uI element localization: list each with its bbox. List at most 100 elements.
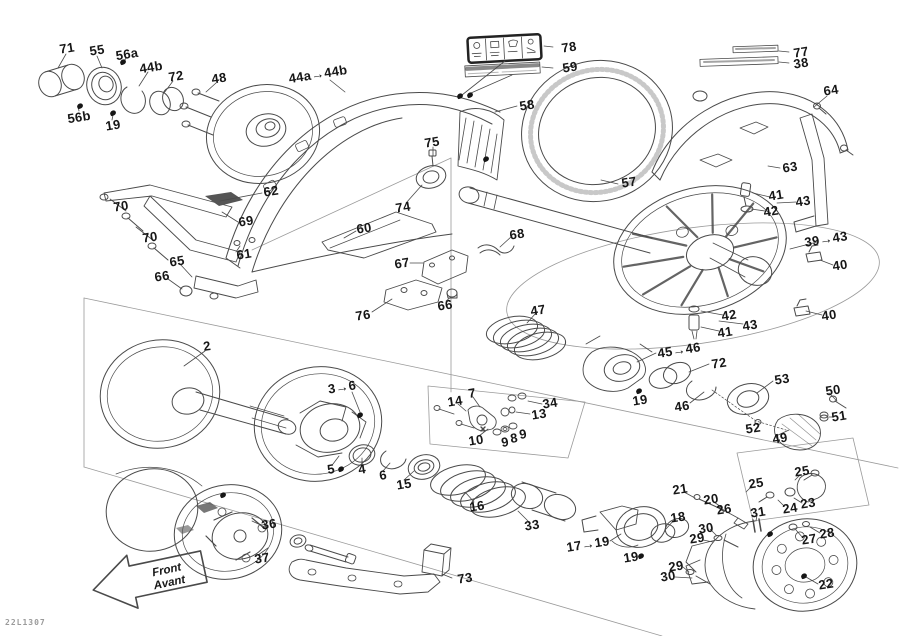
bracket-67-art [421, 244, 515, 285]
part-callout-53: 53 [773, 370, 791, 388]
part-callout-4: 4 [357, 461, 367, 477]
part-callout-9: 9 [500, 434, 510, 450]
part-callout-63: 63 [781, 158, 799, 176]
drawing-code: 22L1307 [5, 618, 46, 627]
part-callout-41: 41 [767, 186, 785, 204]
part-callout-67: 67 [393, 254, 411, 272]
part-callout-66: 66 [436, 296, 454, 314]
pointer-marker [766, 530, 774, 538]
part-callout-49: 49 [771, 429, 789, 447]
part-callout-15: 15 [395, 475, 413, 493]
part-callout-40: 40 [831, 256, 849, 274]
construction-lines [83, 157, 899, 636]
part-callout-8: 8 [509, 430, 519, 446]
part-callout-60: 60 [355, 219, 373, 237]
part-callout-42: 42 [762, 202, 780, 220]
pointer-marker [456, 92, 464, 100]
part-callout-39-43: 39→43 [803, 228, 849, 250]
part-callout-48: 48 [210, 69, 228, 87]
part-callout-73: 73 [456, 569, 474, 587]
spring-16-art [430, 464, 577, 522]
detail-box-parts-art [433, 392, 527, 436]
leader-lines [57, 45, 838, 585]
pointer-marker [356, 411, 364, 419]
part-callout-33: 33 [523, 516, 541, 534]
part-callout-41: 41 [716, 323, 734, 341]
pointer-marker [119, 58, 127, 66]
decal-77-38-art [699, 44, 779, 67]
driven-pulley-art [613, 185, 787, 315]
part-callout-19: 19 [631, 391, 649, 409]
sheave-44a-art [205, 83, 321, 185]
part-callout-50: 50 [824, 381, 842, 399]
part-callout-37: 37 [253, 549, 271, 567]
plate-60-art [179, 211, 458, 311]
fixed-sheave-2-art [99, 339, 297, 449]
part-callout-9: 9 [518, 426, 528, 442]
part-callout-3-6: 3→6 [326, 377, 358, 397]
part-callout-56b: 56b [66, 107, 92, 127]
part-callout-78: 78 [560, 38, 578, 56]
part-callout-22: 22 [817, 575, 835, 593]
part-callout-19: 19 [622, 548, 640, 566]
bracket-73-art [288, 543, 452, 595]
part-callout-38: 38 [792, 54, 810, 72]
spring-47-art [485, 315, 567, 361]
part-callout-26: 26 [715, 500, 733, 518]
part-callout-36: 36 [260, 515, 278, 533]
part-callout-58: 58 [518, 96, 536, 114]
part-callout-72: 72 [710, 354, 728, 372]
part-callout-42: 42 [720, 306, 738, 324]
part-callout-7: 7 [467, 385, 477, 401]
part-callout-10: 10 [467, 431, 485, 449]
part-callout-19: 19 [104, 116, 122, 134]
part-callout-46: 46 [673, 397, 691, 415]
part-callout-45-46: 45→46 [656, 339, 702, 361]
fasteners-41-43-art [688, 182, 823, 340]
part-callout-71: 71 [58, 39, 76, 57]
part-callout-57: 57 [620, 173, 638, 191]
part-callout-28: 28 [818, 524, 836, 542]
part-callout-21: 21 [671, 480, 689, 498]
part-callout-55: 55 [88, 41, 106, 59]
part-callout-14: 14 [446, 392, 464, 410]
sliding-sheave-art [253, 366, 383, 482]
part-callout-43: 43 [741, 316, 759, 334]
part-callout-70: 70 [141, 228, 159, 246]
pointer-marker [466, 91, 474, 99]
drum-22-art [685, 518, 858, 612]
part-callout-30: 30 [659, 567, 677, 585]
part-callout-43: 43 [794, 192, 812, 210]
bracket-62-art [99, 184, 243, 263]
part-callout-52: 52 [744, 419, 762, 437]
cam-45-46-art [582, 335, 847, 451]
pointer-marker [337, 465, 345, 473]
part-callout-72: 72 [167, 67, 185, 85]
fasteners-20-31-art [685, 469, 826, 585]
part-callout-68: 68 [508, 225, 526, 243]
part-callout-27: 27 [800, 530, 818, 548]
part-callout-64: 64 [822, 81, 840, 99]
part-callout-47: 47 [529, 301, 547, 319]
pointer-marker [800, 572, 808, 580]
front-arrow-art: Front Avant [92, 550, 208, 609]
rings-4-6-15-art [348, 444, 441, 480]
part-callout-25: 25 [793, 462, 811, 480]
part-callout-40: 40 [820, 306, 838, 324]
guard-63-art [651, 90, 854, 233]
part-callout-62: 62 [262, 182, 280, 200]
part-callout-51: 51 [830, 407, 848, 425]
part-callout-70: 70 [112, 197, 130, 215]
grommet-74-art [415, 149, 447, 189]
clutch-17-19-art [581, 505, 690, 548]
sticker-59-art [464, 61, 541, 78]
part-callout-16: 16 [468, 497, 486, 515]
part-callout-75: 75 [423, 133, 441, 151]
part-callout-5: 5 [326, 461, 336, 477]
part-callout-76: 76 [354, 306, 372, 324]
part-callout-23: 23 [799, 494, 817, 512]
part-callout-29: 29 [688, 529, 706, 547]
belt-57-art [521, 59, 673, 203]
part-callout-56a: 56a [114, 44, 140, 64]
